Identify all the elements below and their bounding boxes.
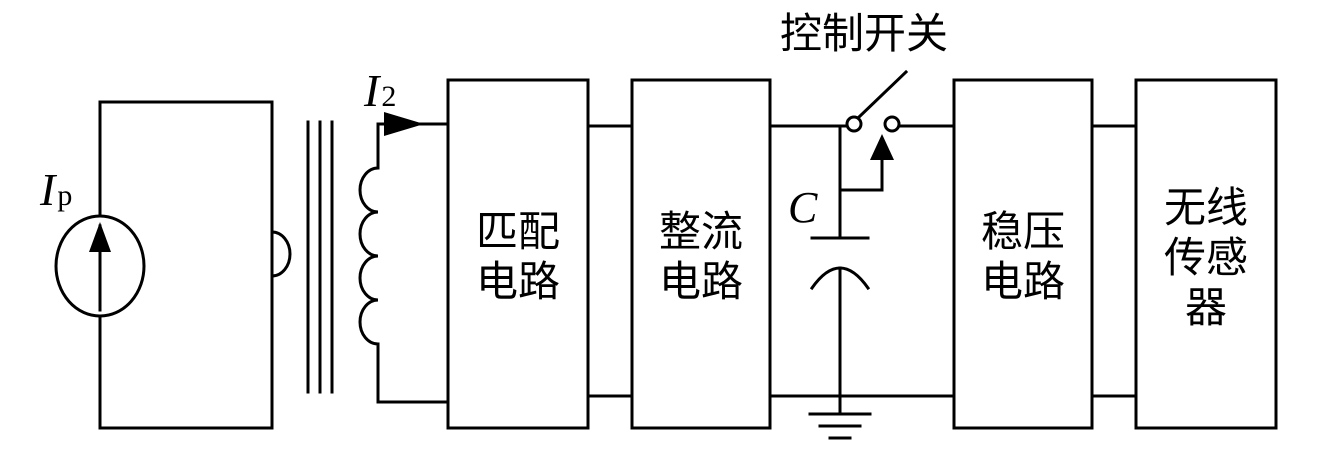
svg-text:电路: 电路	[659, 257, 743, 306]
control-switch	[838, 69, 909, 192]
block-wireless-sensor: 无线 传感 器	[1134, 78, 1278, 430]
block-rectifier-circuit: 整流 电路	[630, 78, 772, 430]
block-matching-circuit: 匹配 电路	[446, 78, 590, 430]
svg-text:整流: 整流	[659, 207, 743, 256]
secondary-coil	[358, 112, 450, 404]
ground-symbol	[808, 394, 872, 440]
svg-text:无线: 无线	[1164, 183, 1248, 232]
source-arrow-icon	[89, 222, 111, 252]
capacitor	[809, 124, 871, 398]
svg-text:电路: 电路	[981, 257, 1065, 306]
source-label: Ip	[39, 164, 72, 215]
svg-text:稳压: 稳压	[981, 207, 1065, 256]
current-arrow-icon	[384, 112, 424, 136]
secondary-current-label: I2	[363, 65, 396, 116]
svg-text:匹配: 匹配	[476, 207, 560, 256]
transformer-core	[306, 120, 334, 394]
bus-wires	[586, 124, 1138, 398]
switch-label: 控制开关	[780, 9, 948, 58]
block-regulator-circuit: 稳压 电路	[952, 78, 1094, 430]
svg-text:器: 器	[1185, 283, 1227, 332]
switch-control-arrow-icon	[870, 134, 894, 160]
svg-text:传感: 传感	[1164, 233, 1248, 282]
capacitor-label: C	[788, 183, 818, 232]
svg-text:电路: 电路	[476, 257, 560, 306]
current-source	[54, 214, 146, 318]
